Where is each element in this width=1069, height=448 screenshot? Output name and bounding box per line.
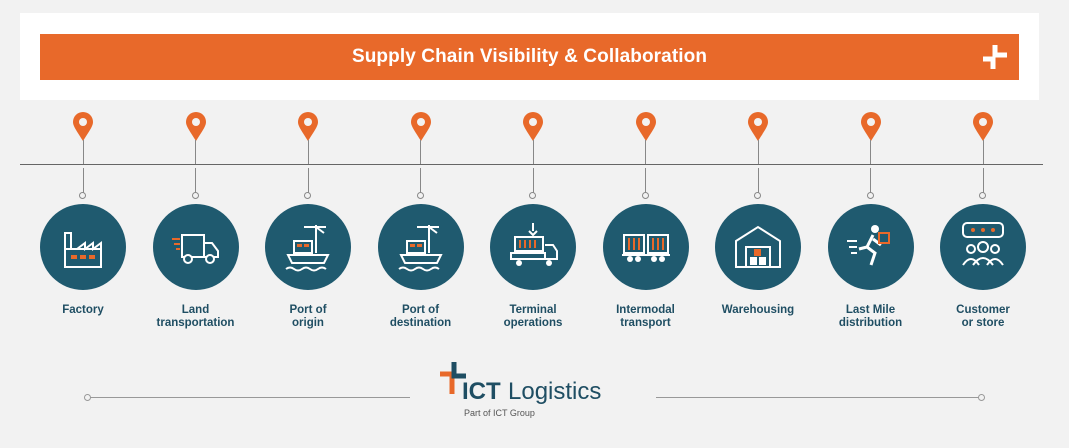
connector-line [645,168,646,194]
stage-label: Terminal operations [503,304,563,329]
brand-logo: ICT Logistics Part of ICT Group [438,362,638,422]
stage-label: Intermodal transport [616,304,675,329]
stage-label: Port of destination [389,304,452,329]
truck-icon [171,234,219,264]
timeline-line [20,164,1043,165]
connector-dot [866,192,874,199]
location-pin-icon [298,112,318,141]
connector-line [532,168,534,194]
connector-dot [979,192,986,199]
stage-label: Port of origin [289,304,327,329]
connector-line [82,140,84,164]
location-pin-icon [748,112,768,141]
port-crane-icon [285,225,330,272]
connector-line [982,140,984,164]
connector-line [420,140,421,164]
stage-label: Customer or store [956,304,1010,329]
stage-icon-circle [602,204,689,290]
connector-dot [641,192,649,199]
header-panel: Supply Chain Visibility & Collaboration [20,13,1039,100]
location-pin-icon [185,112,206,141]
location-pin-icon [973,112,993,141]
brand-name-logistics: Logistics [508,378,602,405]
stage-icon-circle [715,204,801,290]
stage-icon-circle [827,204,914,290]
location-pin-icon [523,112,543,141]
connector-dot [754,192,761,199]
location-pin-icon [860,112,881,141]
container-truck-icon [510,223,558,266]
connector-line [982,168,984,194]
connector-dot [529,192,536,199]
port-crane-icon [397,225,443,272]
connector-line [307,140,309,164]
courier-icon [846,225,890,266]
page-title: Supply Chain Visibility & Collaboration [351,46,708,67]
footer-dot-left [84,394,91,401]
train-wagon-icon [621,234,670,262]
stage-icon-circle [490,204,576,290]
footer-divider-right [656,397,980,398]
location-pin-icon [410,112,431,141]
customer-review-icon [962,222,1004,266]
connector-dot [416,192,424,199]
connector-line [870,168,871,194]
connector-dot [79,192,86,199]
connector-line [532,140,534,164]
connector-line [757,168,759,194]
connector-line [307,168,309,194]
brand-name-ict: ICT [462,378,501,405]
ict-logo-icon [440,362,466,394]
connector-line [757,140,759,164]
stage-label: Last Mile distribution [838,304,903,329]
connector-dot [304,192,311,199]
connector-line [420,168,421,194]
connector-line [645,140,646,164]
footer-dot-right [978,394,985,401]
header-banner: Supply Chain Visibility & Collaboration [40,34,1019,80]
stage-label: Warehousing [721,304,795,316]
connector-line [195,140,196,164]
footer-divider-left [88,397,410,398]
stage-icon-circle [40,204,126,290]
connector-line [870,140,871,164]
stage-icon-circle [152,204,239,290]
warehouse-icon [735,225,781,268]
brand-tagline: Part of ICT Group [464,408,535,418]
connector-line [82,168,84,194]
stage-icon-circle [265,204,351,290]
connector-dot [191,192,199,199]
stage-label: Land transportation [156,304,235,329]
ict-mark-icon [983,45,1007,69]
stage-icon-circle [940,204,1026,290]
location-pin-icon [73,112,93,141]
stage-icon-circle [377,204,464,290]
connector-line [195,168,196,194]
location-pin-icon [635,112,656,141]
stage-label: Factory [62,304,104,316]
factory-icon [64,232,102,268]
